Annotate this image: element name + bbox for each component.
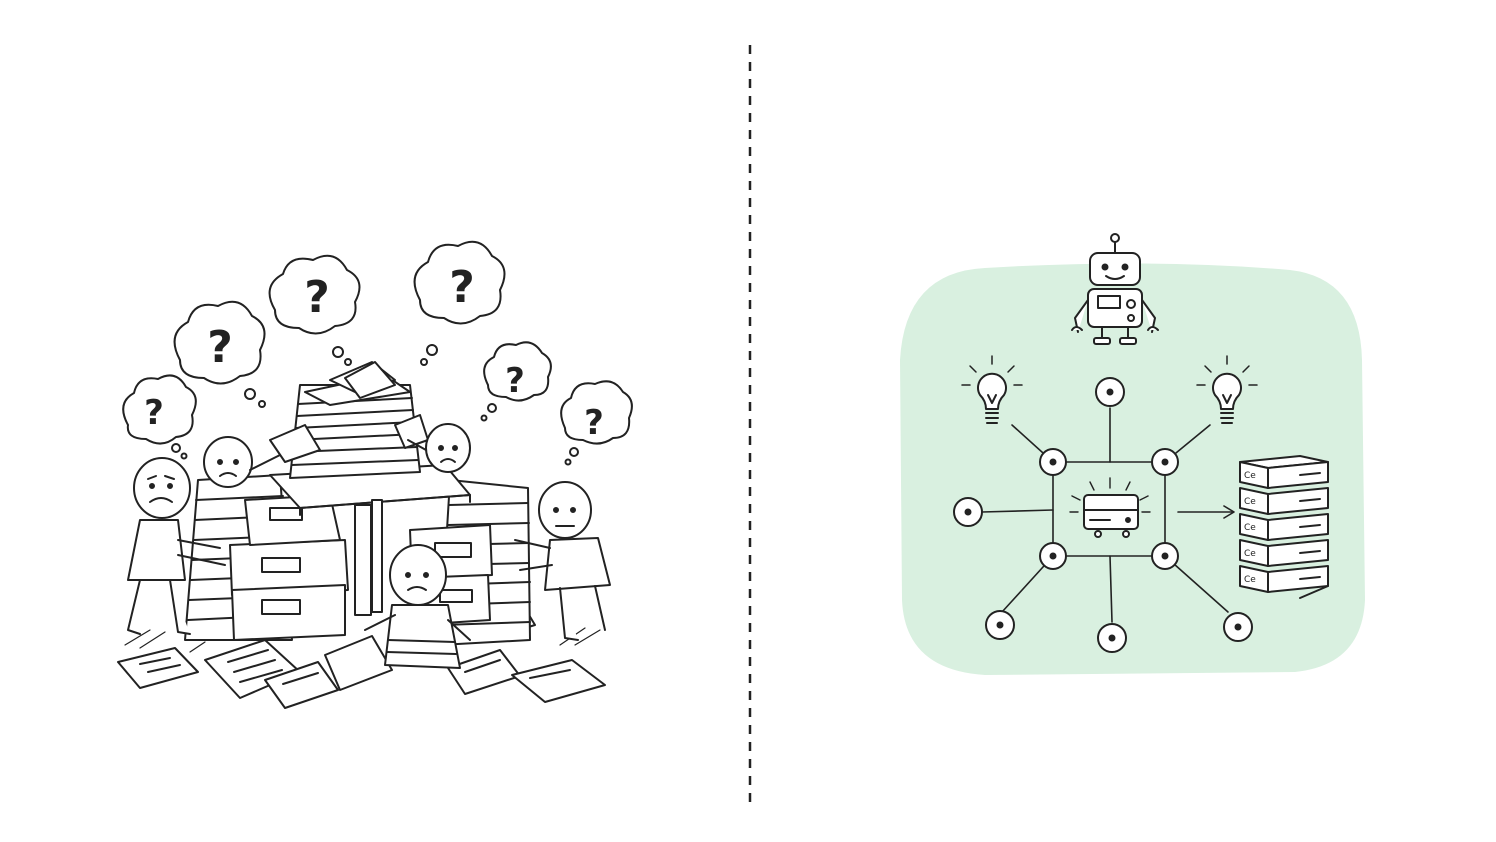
person-behind-left bbox=[203, 436, 281, 488]
server-label: Ce bbox=[1244, 497, 1256, 507]
person-far-right bbox=[514, 481, 611, 641]
question-mark-3: ? bbox=[304, 272, 330, 323]
server-label: Ce bbox=[1244, 523, 1256, 533]
server-unit bbox=[1239, 513, 1329, 541]
node bbox=[1223, 612, 1253, 642]
server-labels: Ce Ce Ce Ce Ce bbox=[1244, 471, 1256, 585]
server-rack bbox=[1239, 455, 1329, 599]
node bbox=[985, 610, 1015, 640]
server-label: Ce bbox=[1244, 575, 1256, 585]
question-mark-2: ? bbox=[207, 322, 233, 373]
node bbox=[1039, 542, 1067, 570]
question-mark-6: ? bbox=[584, 403, 604, 443]
person-far-left bbox=[127, 457, 226, 635]
robot-head bbox=[1089, 252, 1141, 286]
thought-bubble-1 bbox=[122, 374, 197, 460]
robot bbox=[1071, 233, 1159, 345]
server-label: Ce bbox=[1244, 471, 1256, 481]
hub-glow-rays bbox=[1069, 477, 1151, 513]
ground-hatching bbox=[124, 627, 601, 653]
node bbox=[1097, 623, 1127, 653]
chaos-scene bbox=[117, 240, 633, 709]
person-crouching bbox=[364, 544, 471, 669]
thought-bubbles bbox=[122, 240, 633, 466]
node bbox=[1151, 542, 1179, 570]
thought-bubble-2 bbox=[173, 300, 266, 408]
question-mark-5: ? bbox=[505, 361, 525, 401]
person-behind-tower bbox=[407, 423, 471, 473]
node bbox=[1095, 377, 1125, 407]
flying-paper bbox=[344, 361, 396, 399]
network-nodes bbox=[953, 377, 1253, 653]
server-unit bbox=[1239, 565, 1329, 593]
central-hub bbox=[1060, 470, 1158, 550]
thought-bubble-4 bbox=[413, 240, 506, 366]
server-unit bbox=[1239, 487, 1329, 515]
question-marks: ? ? ? ? ? ? bbox=[144, 262, 604, 443]
question-mark-1: ? bbox=[144, 393, 164, 433]
lightbulb-icon bbox=[961, 355, 1023, 424]
node bbox=[1151, 448, 1179, 476]
server-unit bbox=[1239, 455, 1329, 489]
lightbulb-icon bbox=[1196, 355, 1258, 424]
thought-bubble-6 bbox=[560, 380, 633, 466]
question-mark-4: ? bbox=[449, 262, 475, 313]
node bbox=[953, 497, 983, 527]
server-label: Ce bbox=[1244, 549, 1256, 559]
thought-bubble-5 bbox=[480, 341, 552, 422]
node bbox=[1039, 448, 1067, 476]
thought-bubble-3 bbox=[268, 254, 361, 366]
hub-device bbox=[1083, 494, 1139, 530]
organized-scene: Ce Ce Ce Ce Ce bbox=[900, 233, 1365, 675]
server-unit bbox=[1239, 539, 1329, 567]
